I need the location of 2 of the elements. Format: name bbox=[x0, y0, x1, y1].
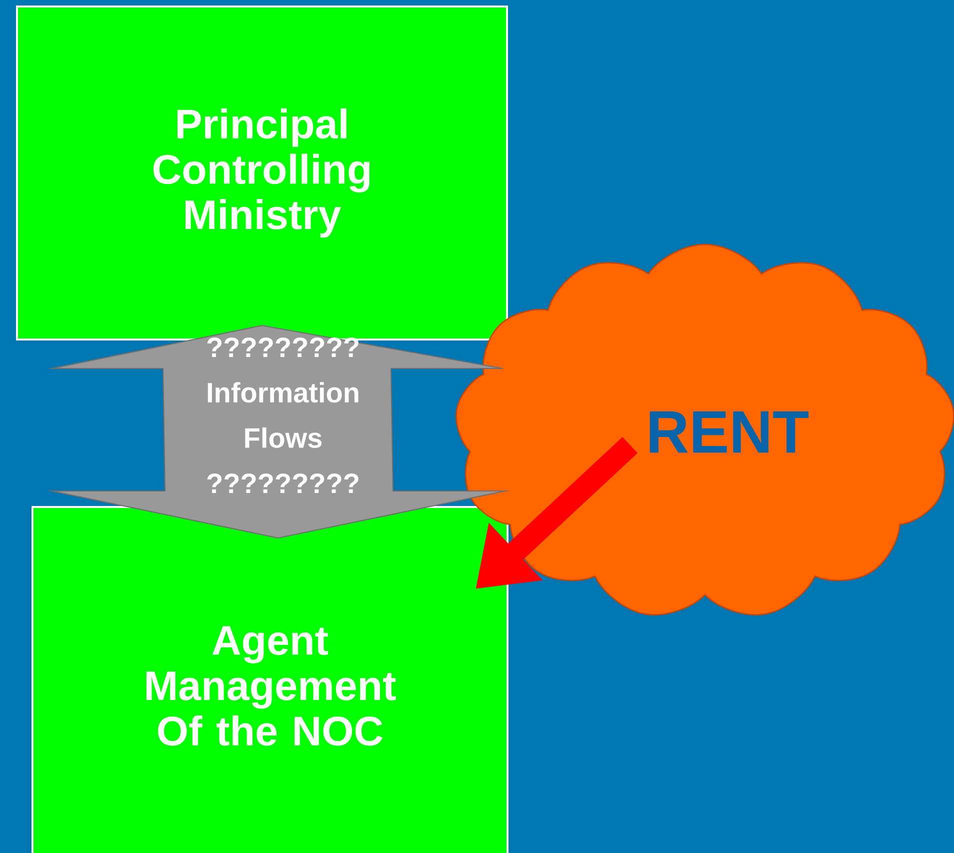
process-box: Agent Management Of the NOC bbox=[32, 506, 508, 853]
double-arrow bbox=[46, 324, 510, 539]
